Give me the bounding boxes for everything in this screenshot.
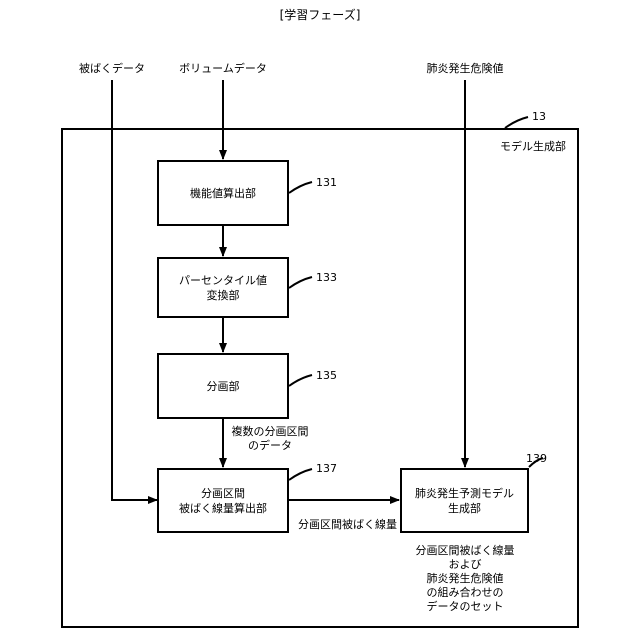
edge-label-fraction-dose: 分画区間被ばく線量 (298, 518, 397, 532)
functional-value-calc-block: 機能値算出部 (157, 160, 289, 226)
block-131-ref: 131 (316, 176, 337, 190)
module-ref-13: 13 (532, 110, 546, 124)
leader-13 (505, 117, 528, 128)
block-133-label-2: 変換部 (207, 288, 240, 303)
block-135-ref: 135 (316, 369, 337, 383)
exposure-data-label: 被ばくデータ (62, 62, 162, 76)
block-131-label: 機能値算出部 (190, 186, 256, 201)
pneumonia-prediction-model-block: 肺炎発生予測モデル 生成部 (400, 468, 529, 533)
pneumonia-risk-label: 肺炎発生危険値 (405, 62, 525, 76)
output-note-3: 肺炎発生危険値 (395, 572, 535, 586)
block-135-label: 分画部 (207, 379, 240, 394)
edge-label-fraction-data-1: 複数の分画区間 (222, 425, 318, 439)
block-133-label-1: パーセンタイル値 (179, 273, 267, 288)
output-dataset-note: 分画区間被ばく線量 および 肺炎発生危険値 の組み合わせの データのセット (395, 544, 535, 614)
block-139-label-2: 生成部 (448, 501, 481, 516)
fraction-dose-calc-block: 分画区間 被ばく線量算出部 (157, 468, 289, 533)
fractionation-block: 分画部 (157, 353, 289, 419)
edge-label-fraction-data-2: のデータ (222, 439, 318, 453)
volume-data-label: ボリュームデータ (163, 62, 283, 76)
output-note-2: および (395, 558, 535, 572)
block-137-ref: 137 (316, 462, 337, 476)
output-note-4: の組み合わせの (395, 586, 535, 600)
edge-label-fraction-data: 複数の分画区間 のデータ (222, 425, 318, 453)
output-note-5: データのセット (395, 600, 535, 614)
percentile-conversion-block: パーセンタイル値 変換部 (157, 257, 289, 318)
block-133-ref: 133 (316, 271, 337, 285)
module-label: モデル生成部 (500, 140, 566, 154)
output-note-1: 分画区間被ばく線量 (395, 544, 535, 558)
block-137-label-2: 被ばく線量算出部 (179, 501, 267, 516)
block-139-ref: 139 (526, 452, 547, 466)
phase-title: [学習フェーズ] (220, 8, 420, 22)
block-137-label-1: 分画区間 (201, 486, 245, 501)
block-139-label-1: 肺炎発生予測モデル (415, 486, 514, 501)
